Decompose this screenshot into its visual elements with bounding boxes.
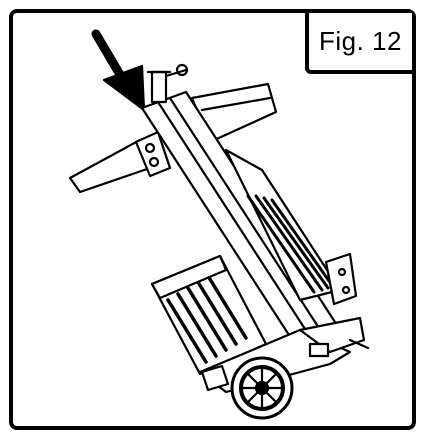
wheel-icon (230, 356, 294, 420)
figure-frame (9, 9, 416, 430)
wedge-block (190, 82, 278, 144)
left-handle (68, 130, 172, 194)
down-arrow-icon (91, 29, 146, 112)
motor-icon (150, 254, 268, 376)
cylinder-housing (224, 148, 358, 306)
foot-stand (200, 364, 230, 392)
figure-label: Fig. 12 (305, 13, 412, 74)
